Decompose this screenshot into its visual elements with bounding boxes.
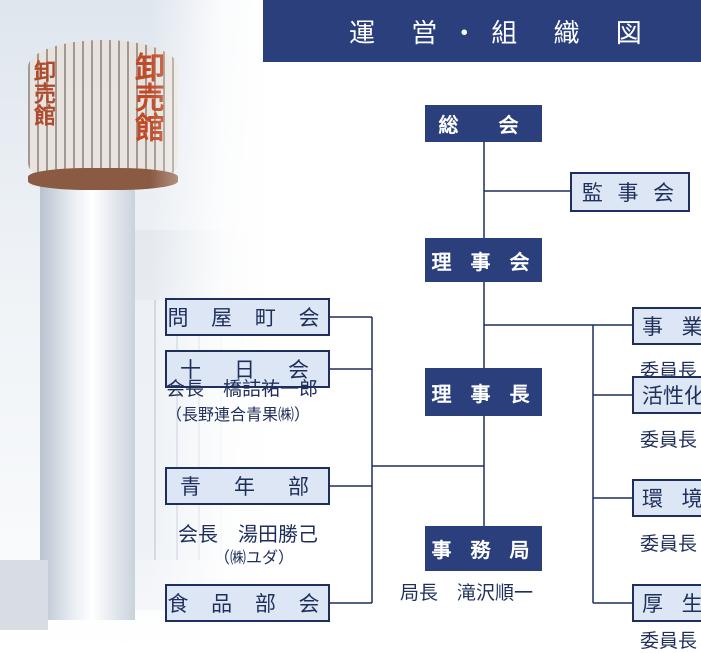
auditors-box: 監 事 会 (570, 172, 690, 212)
vending-machine (0, 560, 48, 630)
tokakai-box: 十 日 会 (165, 350, 330, 388)
chairman-box: 理 事 長 (425, 368, 542, 416)
seinenbu-box: 青 年 部 (165, 467, 330, 505)
board-box: 理 事 会 (425, 238, 542, 282)
committee-kankyo-chair: 委員長 (640, 533, 698, 555)
shokuhin-box: 食 品 部 会 (165, 584, 330, 622)
tower (40, 180, 135, 620)
committee-kasseika-chair: 委員長 (640, 429, 698, 451)
secretariat-head: 局長 滝沢順一 (400, 582, 534, 604)
tonyamachi-box: 問 屋 町 会 (165, 298, 330, 336)
secretariat-box: 事 務 局 (425, 526, 542, 571)
committee-kosei-box: 厚 生 (632, 584, 701, 622)
sign-text-side: 卸売館 (30, 60, 56, 126)
seinenbu-head: 会長 湯田勝己 (178, 522, 318, 546)
committee-kosei-chair: 委員長 (640, 630, 698, 652)
general-assembly-box: 総 会 (425, 105, 542, 142)
seinenbu-company: （㈱ユダ） (214, 548, 295, 567)
tokakai-head: 会長 橋詰祐一郎 (166, 378, 319, 400)
page-title: 運 営・組 織 図 (263, 0, 701, 62)
committee-jigyo-box: 事 業 (632, 307, 701, 345)
committee-kasseika-box: 活性化 (632, 376, 701, 414)
committee-kankyo-box: 環 境 (632, 479, 701, 517)
tower-sign-band (28, 168, 178, 190)
tokakai-company: （長野連合青果㈱） (166, 405, 311, 424)
